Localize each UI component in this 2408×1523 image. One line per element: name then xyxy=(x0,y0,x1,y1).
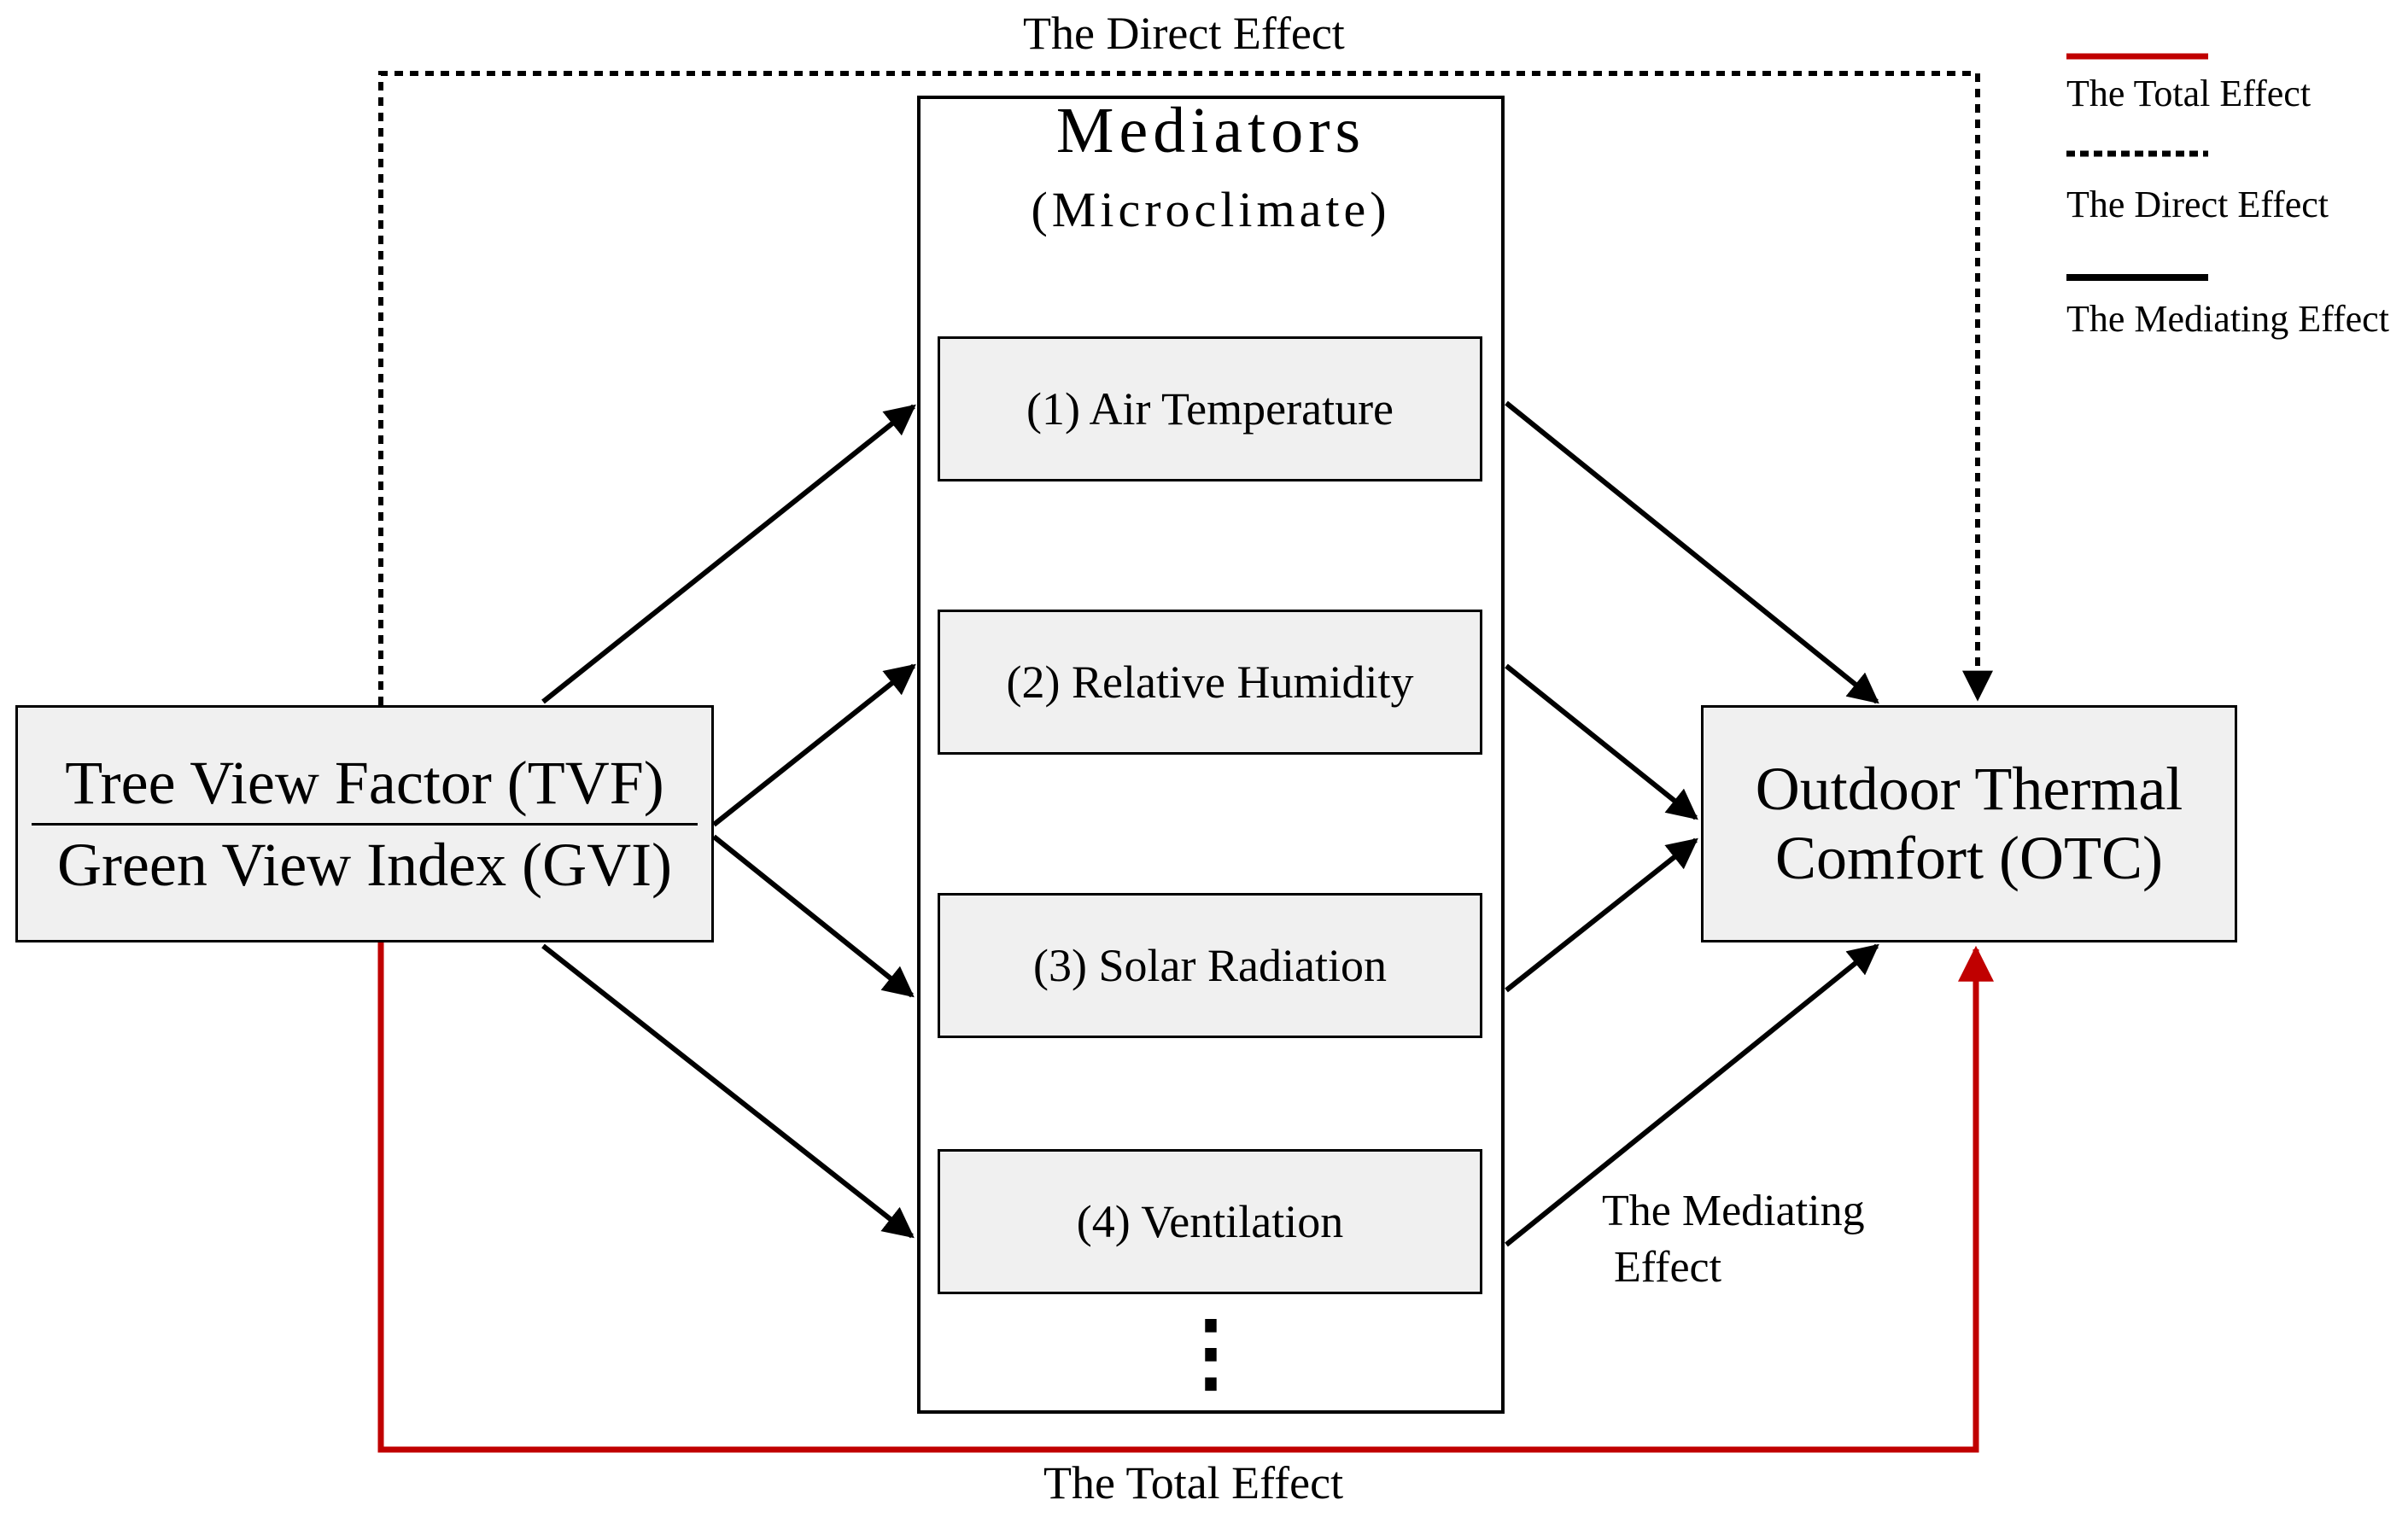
mediator-solar-radiation: (3) Solar Radiation xyxy=(938,893,1482,1038)
mediators-title: Mediators xyxy=(1055,95,1366,166)
mediator-relative-humidity: (2) Relative Humidity xyxy=(938,610,1482,755)
more-mediators-indicator: ⋮ xyxy=(1168,1305,1254,1400)
arrow-air-temperature-to-otc xyxy=(1505,400,1879,704)
arrow-input-to-relative-humidity xyxy=(712,663,916,827)
input-box-tvf-gvi: Tree View Factor (TVF) Green View Index … xyxy=(15,705,714,942)
arrow-input-to-solar-radiation xyxy=(712,834,915,998)
outcome-box-otc: Outdoor Thermal Comfort (OTC) xyxy=(1701,705,2237,942)
total-effect-path xyxy=(377,942,1994,1453)
mediating-effect-label-line2: Effect xyxy=(1614,1243,1722,1292)
arrow-relative-humidity-to-otc xyxy=(1505,663,1698,820)
legend-label-mediating-effect: The Mediating Effect xyxy=(2066,298,2389,340)
direct-effect-label: The Direct Effect xyxy=(1023,8,1345,59)
mediating-effect-label-line1: The Mediating xyxy=(1602,1187,1865,1235)
input-label-gvi: Green View Index (GVI) xyxy=(56,830,673,899)
arrow-input-to-air-temperature xyxy=(541,404,916,704)
input-label-tvf: Tree View Factor (TVF) xyxy=(32,744,698,826)
legend-label-direct-effect: The Direct Effect xyxy=(2066,184,2329,225)
arrow-input-to-ventilation xyxy=(541,943,915,1239)
mediator-air-temperature: (1) Air Temperature xyxy=(938,336,1482,481)
arrow-ventilation-to-otc xyxy=(1505,943,1879,1247)
direct-effect-path xyxy=(378,71,1993,705)
total-effect-label: The Total Effect xyxy=(1043,1457,1344,1508)
mediators-subtitle: (Microclimate) xyxy=(1031,182,1391,237)
mediator-ventilation: (4) Ventilation xyxy=(938,1149,1482,1294)
arrow-solar-radiation-to-otc xyxy=(1505,837,1698,993)
legend-label-total-effect: The Total Effect xyxy=(2066,73,2312,114)
